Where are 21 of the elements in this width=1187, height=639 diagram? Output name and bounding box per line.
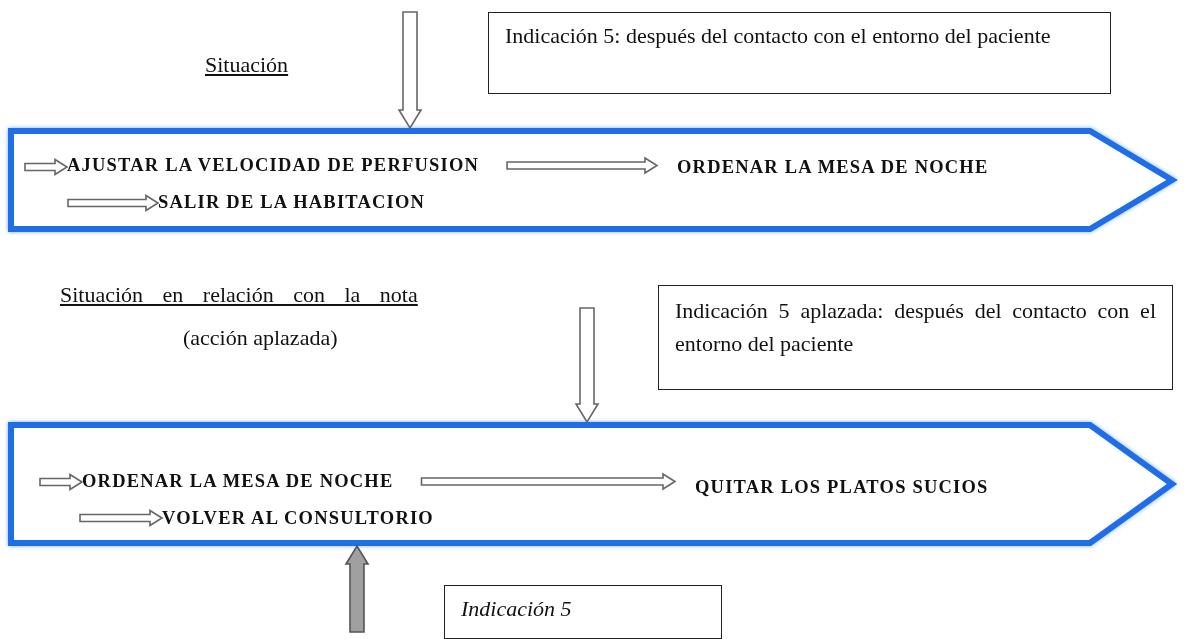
situation-label: Situación en relación con la nota [60, 282, 418, 308]
block-arrow [574, 307, 600, 424]
block-arrow [39, 473, 84, 491]
block-arrow [24, 158, 69, 176]
step-text: ORDENAR LA MESA DE NOCHE [82, 471, 394, 492]
step-text: QUITAR LOS PLATOS SUCIOS [695, 477, 989, 498]
note-box: Indicación 5 aplazada: después del contacto con el entorno del paciente [658, 285, 1173, 390]
step-text: ORDENAR LA MESA DE NOCHE [677, 157, 989, 178]
step-text: AJUSTAR LA VELOCIDAD DE PERFUSION [67, 155, 480, 176]
note-box: Indicación 5: después del contacto con el entorno del paciente [488, 12, 1111, 94]
block-arrow [506, 156, 659, 175]
step-text: VOLVER AL CONSULTORIO [162, 508, 434, 529]
block-arrow [79, 509, 164, 527]
situation-label: Situación [205, 52, 289, 78]
note-box: Indicación 5 [444, 585, 722, 639]
block-arrow [344, 544, 370, 633]
block-arrow [67, 194, 160, 212]
block-arrow [397, 11, 423, 130]
block-arrow [420, 472, 677, 491]
step-text: SALIR DE LA HABITACION [158, 192, 426, 213]
situation-label: (acción aplazada) [183, 325, 338, 351]
